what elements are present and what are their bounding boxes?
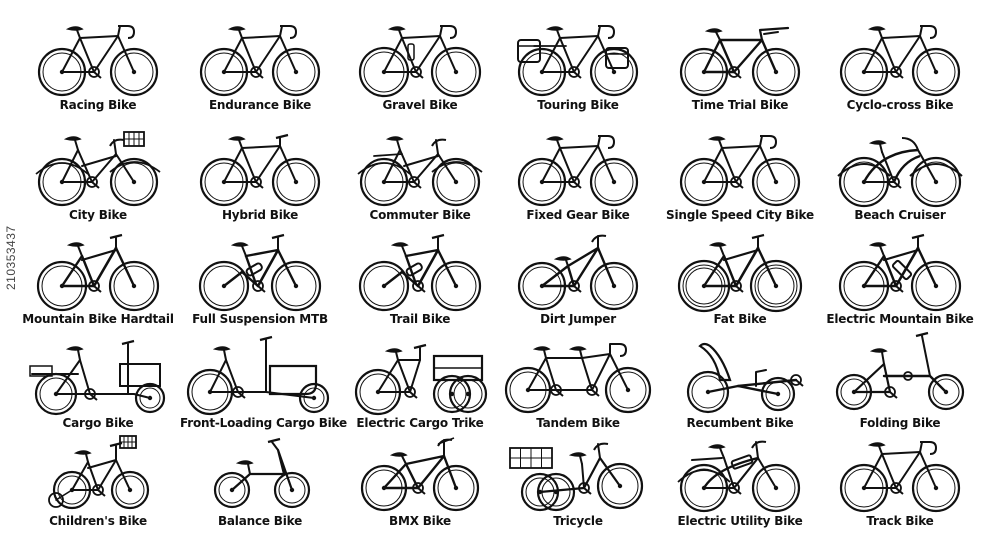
bike-item: Time Trial Bike: [660, 12, 820, 116]
bike-item: Endurance Bike: [180, 12, 340, 116]
tandem-bike-icon: [504, 343, 652, 414]
bike-label: Full Suspension MTB: [192, 312, 328, 326]
bike-label: Commuter Bike: [369, 208, 471, 222]
childrens-bike-icon: [48, 435, 150, 510]
bike-item: Recumbent Bike: [660, 330, 820, 434]
folding-bike-icon: [835, 331, 965, 411]
mountain-bike-hardtail-icon: [36, 233, 160, 312]
bike-item: Cyclo-cross Bike: [820, 12, 980, 116]
commuter-bike-icon: [357, 136, 483, 207]
endurance-bike-icon: [199, 25, 321, 97]
bike-item: Gravel Bike: [340, 12, 500, 116]
gravel-bike-icon: [358, 25, 482, 98]
bike-label: Touring Bike: [537, 98, 619, 112]
balance-bike-icon: [213, 437, 311, 509]
bike-label: Fat Bike: [713, 312, 767, 326]
full-suspension-mtb-icon: [198, 233, 322, 312]
bike-item: Commuter Bike: [340, 122, 500, 226]
bike-item: Electric Mountain Bike: [820, 226, 980, 330]
hybrid-bike-icon: [199, 133, 321, 207]
bike-item: Single Speed City Bike: [660, 122, 820, 226]
beach-cruiser-icon: [837, 137, 963, 208]
bike-label: Gravel Bike: [382, 98, 458, 112]
cyclo-cross-bike-icon: [839, 25, 961, 97]
bike-label: Cargo Bike: [62, 416, 134, 430]
trail-bike-icon: [358, 233, 482, 312]
bike-label: Endurance Bike: [208, 98, 312, 112]
bike-label: Tandem Bike: [536, 416, 620, 430]
bike-label: BMX Bike: [389, 514, 451, 528]
fat-bike-icon: [677, 233, 803, 313]
bike-item: Hybrid Bike: [180, 122, 340, 226]
bike-label: Racing Bike: [59, 98, 137, 112]
bike-item: Electric Utility Bike: [660, 428, 820, 532]
bike-label: Single Speed City Bike: [666, 208, 814, 222]
bike-label: Fixed Gear Bike: [526, 208, 630, 222]
bike-item: City Bike: [18, 122, 178, 226]
fixed-gear-bike-icon: [517, 135, 639, 207]
electric-utility-bike-icon: [677, 440, 801, 513]
bike-item: Racing Bike: [18, 12, 178, 116]
bike-item: Full Suspension MTB: [180, 226, 340, 330]
single-speed-city-bike-icon: [679, 135, 801, 207]
city-bike-icon: [35, 131, 161, 207]
bike-item: Fixed Gear Bike: [498, 122, 658, 226]
time-trial-bike-icon: [679, 26, 801, 97]
bike-label: Dirt Jumper: [540, 312, 616, 326]
bike-item: Mountain Bike Hardtail: [18, 226, 178, 330]
bike-label: Tricycle: [553, 514, 603, 528]
front-loading-cargo-bike-icon: [186, 335, 330, 416]
bike-item: Electric Cargo Trike: [340, 330, 500, 434]
bike-item: Tandem Bike: [498, 330, 658, 434]
bike-item: Tricycle: [498, 428, 658, 532]
bike-label: Beach Cruiser: [854, 208, 946, 222]
touring-bike-icon: [517, 25, 639, 97]
bike-item: Track Bike: [820, 428, 980, 532]
bike-item: Beach Cruiser: [820, 122, 980, 226]
bike-label: Front-Loading Cargo Bike: [180, 416, 347, 430]
tricycle-icon: [509, 442, 644, 512]
bike-label: Cyclo-cross Bike: [846, 98, 954, 112]
bike-item: Front-Loading Cargo Bike: [180, 330, 347, 434]
bike-label: Recumbent Bike: [686, 416, 794, 430]
track-bike-icon: [839, 441, 961, 513]
cargo-bike-icon: [29, 339, 166, 416]
bike-label: City Bike: [69, 208, 127, 222]
bike-label: Electric Cargo Trike: [356, 416, 484, 430]
bike-label: Folding Bike: [859, 416, 941, 430]
bike-item: Cargo Bike: [18, 330, 178, 434]
racing-bike-icon: [37, 25, 159, 97]
bike-item: BMX Bike: [340, 428, 500, 532]
bike-label: Electric Utility Bike: [677, 514, 803, 528]
dirt-jumper-icon: [517, 234, 639, 311]
bike-item: Fat Bike: [660, 226, 820, 330]
bike-label: Mountain Bike Hardtail: [22, 312, 174, 326]
bike-item: Trail Bike: [340, 226, 500, 330]
bike-item: Touring Bike: [498, 12, 658, 116]
electric-mountain-bike-icon: [838, 233, 962, 312]
bike-label: Children's Bike: [49, 514, 147, 528]
bike-item: Dirt Jumper: [498, 226, 658, 330]
bmx-bike-icon: [360, 437, 480, 512]
bike-label: Balance Bike: [217, 514, 303, 528]
bike-label: Trail Bike: [389, 312, 451, 326]
recumbent-bike-icon: [686, 342, 804, 414]
bike-label: Hybrid Bike: [221, 208, 299, 222]
bike-label: Electric Mountain Bike: [826, 312, 974, 326]
stock-id-text: 210353437: [4, 225, 18, 290]
bike-item: Folding Bike: [820, 330, 980, 434]
electric-cargo-trike-icon: [354, 343, 488, 416]
bike-label: Track Bike: [866, 514, 934, 528]
bike-item: Children's Bike: [18, 428, 178, 532]
bike-item: Balance Bike: [180, 428, 340, 532]
bike-label: Time Trial Bike: [691, 98, 789, 112]
